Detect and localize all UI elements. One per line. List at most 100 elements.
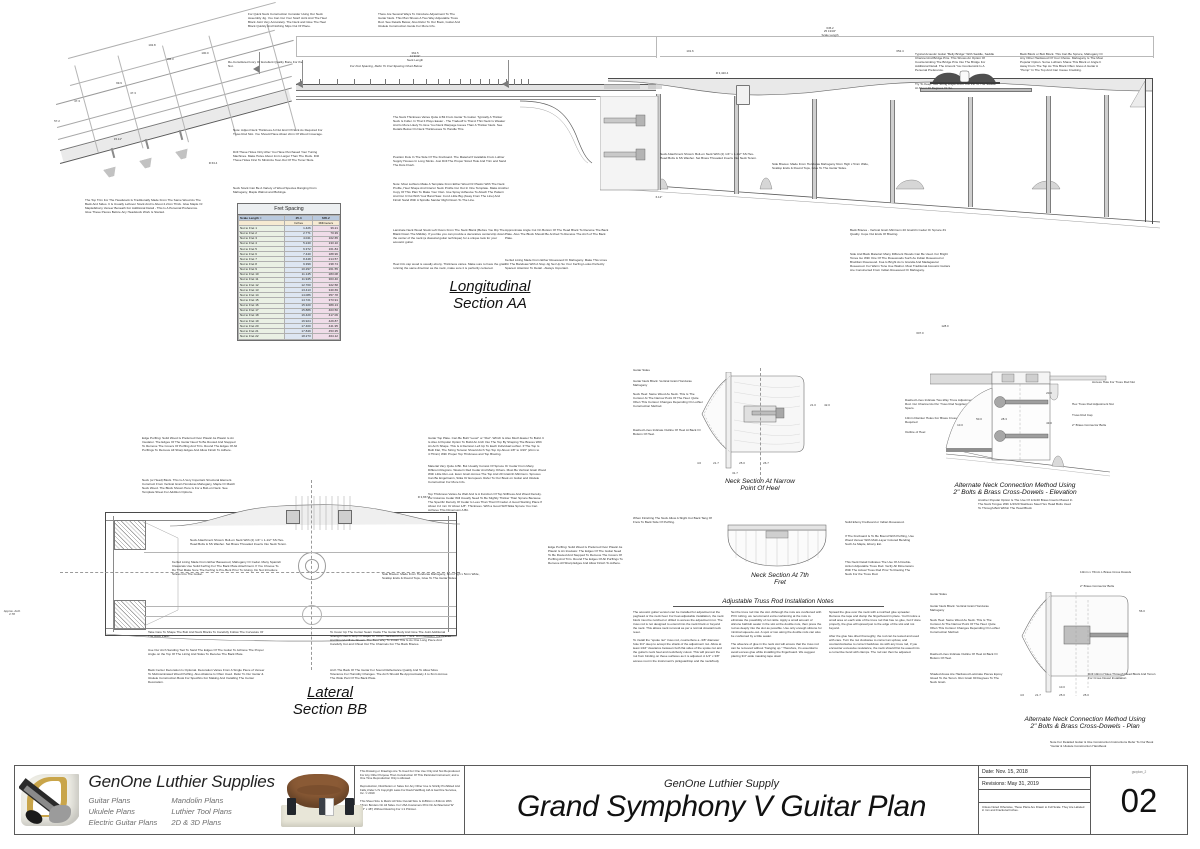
note-edge-purfling-left: Edge Purfling: Solid Wood Is Preferred O… xyxy=(142,436,238,453)
blank-row xyxy=(979,790,1090,803)
note-back-block: Back Block or Butt Block. This Can Be Sp… xyxy=(1020,52,1103,73)
plan-type-luthier-tool: Luthier Tool Plans xyxy=(171,807,232,816)
note-trussrod-cap: Truss Rod Cap xyxy=(1072,413,1093,417)
note-neck-thickness-trussrod: Note: Adjust Neck Thickness At Nut End O… xyxy=(233,128,323,137)
dim-alt-elev-5: 10.0 xyxy=(957,423,963,427)
metadata-cell: Date: Nov. 15, 2018 Revisions: May 31, 2… xyxy=(979,766,1091,834)
fret-table-title: Fret Spacing xyxy=(238,204,340,216)
dim-neck-narrow-3: 25.0 xyxy=(739,461,745,465)
note-guitar-sides-1: Guitar Sides xyxy=(633,368,650,372)
plan-type-ukulele: Ukulele Plans xyxy=(88,807,135,816)
note-dashed-heel-2: Dashed Lines Indicate Outline Of Heel At… xyxy=(930,652,998,661)
detail-title-alt-elevation: Alternate Neck Connection Method Using 2… xyxy=(953,482,1077,496)
dim-neck-length: 362.5 14 9/32" Neck Length xyxy=(406,51,424,62)
dim-headstock-angle: 15.11° xyxy=(113,137,123,141)
note-nut-material: Re-Constituted Ivory Or Excellent Qualit… xyxy=(228,60,303,69)
drawing-title: Grand Symphony V Guitar Plan xyxy=(516,789,926,823)
dim-alt-elev-2: 43.0 xyxy=(1046,421,1052,425)
dim-alt-elev-4: 28.3 xyxy=(1001,417,1007,421)
dim-headstock-1: 196.3 xyxy=(166,57,174,61)
company-sub-name: GenOne Luthier Supply xyxy=(664,777,779,790)
section-title-line1: Lateral xyxy=(307,684,353,701)
truss-note-paragraph: The absence of glue in the neck slot wil… xyxy=(731,642,819,659)
dim-alt-plan-3: 25.0 xyxy=(1059,693,1065,697)
note-template-making: Note: Most Luthiers Make A Template From… xyxy=(393,182,509,203)
dim-upper-5: 128.0 xyxy=(941,324,949,328)
neck-section-7th-fret-drawing xyxy=(722,520,832,572)
note-tuner-holes: Drill These Holes Only After You Have Pu… xyxy=(233,150,319,163)
note-outline-of-heel: Outline of Heel xyxy=(905,430,926,434)
mold-photo-icon xyxy=(19,771,79,829)
note-neck-block-1: Guitar Neck Block: Vertical Grain Hondur… xyxy=(633,379,692,388)
note-drill-cross-dowel-holes: Drill 10mm Holes Through Head Block And … xyxy=(1088,672,1156,681)
note-dashed-heel-1: Dashed Lines Indicate Outline Of Heel At… xyxy=(633,428,701,437)
section-title-lateral: Lateral Section BB xyxy=(210,684,450,718)
dim-neck-narrow-5: 31.7 xyxy=(732,471,738,475)
note-heel-trim-cap: Heel trim cap wood is usually ebony. Thi… xyxy=(393,262,506,271)
note-truss-options: There Are Several Ways To Introduce Adju… xyxy=(378,12,460,29)
note-arch-sanding-tool: Use Our Arch Sanding Tool To Sand The Ed… xyxy=(148,648,264,657)
truss-note-paragraph: The acoustic guitar version can be insta… xyxy=(633,610,724,635)
plan-type-guitar: Guitar Plans xyxy=(88,796,131,805)
copyright-cell: This Drawing or Drawings Are To Used For… xyxy=(355,766,465,834)
dim-alt-plan-2: 21.7 xyxy=(1035,693,1041,697)
sheet-code: gsvplan_2 xyxy=(1131,770,1147,774)
dim-alt-elev-3: 50.0 xyxy=(976,417,982,421)
note-edge-purfling-right: Edge Purfling: Solid Wood Is Preferred O… xyxy=(548,545,623,566)
dim-alt-plan-4: 25.0 xyxy=(1083,693,1089,697)
note-top-thickness: Top Thickness Varies As Well And Is A Fu… xyxy=(428,492,543,513)
longitudinal-section-drawing: 645.2 25 13/32" Scale Length 362.5 14 9/… xyxy=(0,0,1200,340)
truss-note-column: Set the truss rod into the slot. Althoug… xyxy=(731,610,823,667)
dim-upper-3: 101.6 xyxy=(686,49,694,53)
truss-note-paragraph: Spread the glue over the neck with a not… xyxy=(829,610,921,631)
note-dashed-trussrod: Dashed Lines Indicate Two-Way Truss Adju… xyxy=(905,398,974,411)
plan-type-electric: Electric Guitar Plans xyxy=(88,818,158,827)
note-fret-spacing-ref: For Fret Spacing, Refer To Fret Spacing … xyxy=(350,64,423,68)
revisions-row: Revisions: May 31, 2019 xyxy=(979,778,1090,790)
plan-type-mandolin: Mandolin Plans xyxy=(171,796,224,805)
note-arch-back: Arch The Back Of The Guitar For Sound Re… xyxy=(330,668,448,681)
note-kerfed-lining-lateral: Kerfed Lining Made From Either Basswood,… xyxy=(172,560,281,577)
note-back-braces: Back Braces - Vertical Grain Minimum 20 … xyxy=(850,228,947,237)
note-fretboard-binding: If The Fretboard Is To Be Bound With Pur… xyxy=(845,534,914,547)
note-back-center-decoration: Back Center Decoration Is Optional. Deco… xyxy=(148,668,265,685)
sheet-number: 02 xyxy=(1120,781,1158,819)
copyright-para-3: This Sheet Size Is Metric A0 Size Overal… xyxy=(360,799,455,811)
note-laminate-neck-stock: Laminate Neck Wood Stock Left Overs From… xyxy=(393,228,505,245)
dim-upper-4: 652.4 xyxy=(896,49,904,53)
title-block-logo-cell: GenOne Luthier Supplies Guitar Plans Uku… xyxy=(15,766,363,834)
fret-spacing-table: Fret Spacing Scale Length = 25.4 645.2 I… xyxy=(237,203,341,341)
detail-title-alt-plan: Alternate Neck Connection Method Using 2… xyxy=(1024,716,1146,730)
title-block: GenOne Luthier Supplies Guitar Plans Uku… xyxy=(14,765,1188,835)
truss-note-column: Spread the glue over the neck with a not… xyxy=(829,610,921,667)
truss-note-paragraph: To install the "spoke nut" truss rod, co… xyxy=(633,638,722,663)
truss-rod-notes-block: Adjustable Truss Rod Installation Notes … xyxy=(633,598,923,667)
dim-neck-narrow-7: 42.0 xyxy=(824,403,830,407)
dim-headstock-3: 47.3 xyxy=(130,91,136,95)
date-row: Date: Nov. 15, 2018 xyxy=(979,766,1090,778)
note-guitar-sides-2: Guitar Sides xyxy=(930,592,947,596)
bridge-detail xyxy=(930,70,1000,84)
guitar-body-photo-icon xyxy=(279,771,363,829)
note-head-block-angle: Approximate Angle Cut On Bottom Of The H… xyxy=(505,228,609,241)
note-brass-connector-bolts-elev: 2" Brass Connector Bolts xyxy=(1072,423,1107,427)
note-brass-connector-bolts-plan: 2" Brass Connector Bolts xyxy=(1080,584,1115,588)
detail-title-neck-narrow: Neck Section At Narrow Point Of Heel xyxy=(725,478,795,492)
dim-alt-plan-6: 56.0 xyxy=(1139,609,1145,613)
dim-radius-back: R 3,657.6 xyxy=(417,495,431,499)
alt-neck-elevation-drawing xyxy=(929,370,1111,480)
copyright-para-2: Reproduction, Distribution or Sales For … xyxy=(360,784,460,796)
truss-note-column: The acoustic guitar version can be insta… xyxy=(633,610,725,667)
note-side-back-material: Side And Back Material: Many Different W… xyxy=(850,252,951,273)
neck-section-narrow-drawing xyxy=(700,368,820,480)
note-neck-block-2: Guitar Neck Block: Vertical Grain Hondur… xyxy=(930,604,989,613)
note-neck-jig: For Quick Neck Construction Consider Usi… xyxy=(248,12,327,29)
company-brand-name: GenOne Luthier Supplies xyxy=(88,772,276,791)
note-top-plate-build: Guitar Top Plate. Can Be Built "Level" o… xyxy=(428,436,545,457)
